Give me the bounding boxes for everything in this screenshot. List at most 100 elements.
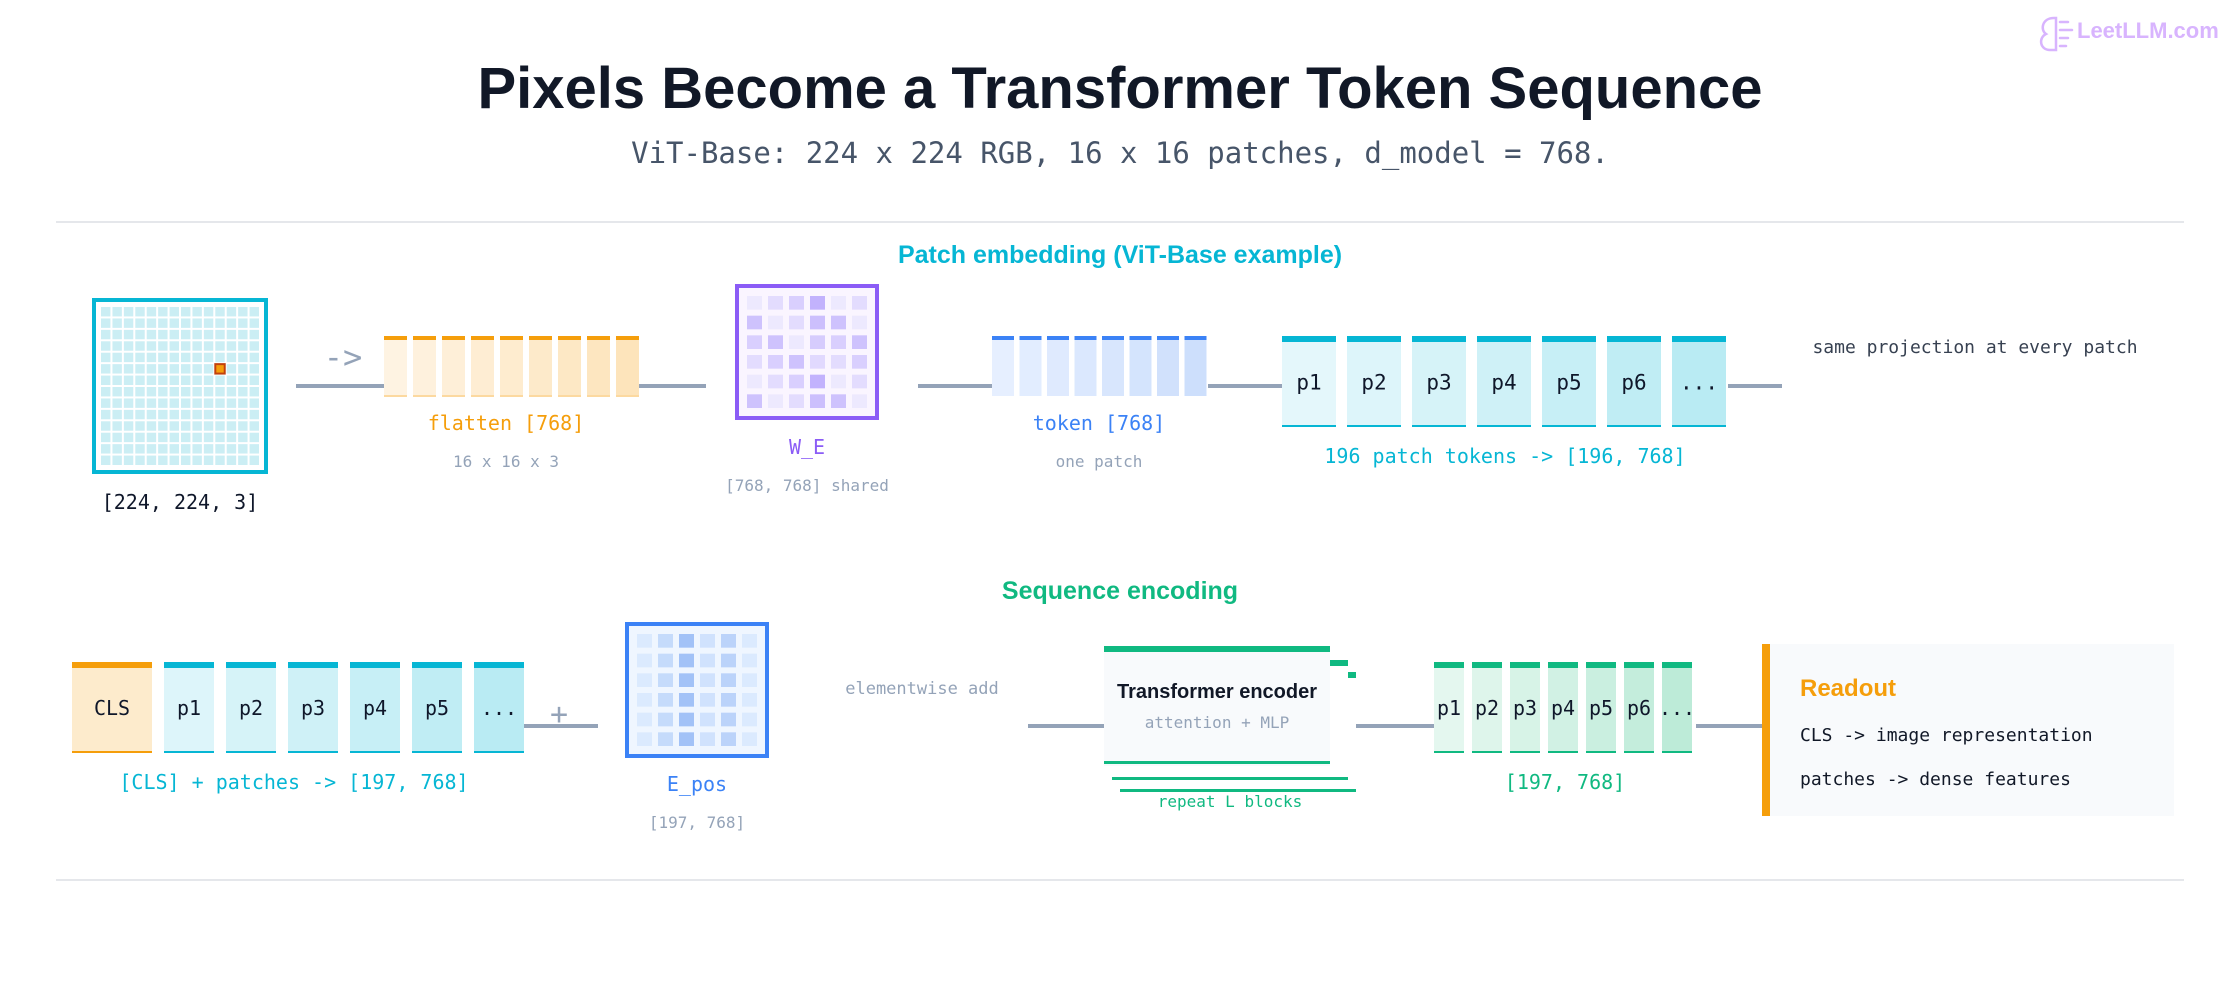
image-patch-cell (123, 387, 134, 397)
image-patch-cell (215, 398, 225, 408)
token-cell: CLS (72, 662, 152, 753)
matrix-cell (679, 712, 694, 727)
we-matrix (735, 284, 879, 420)
matrix-cell (721, 673, 736, 687)
image-patch-cell (238, 329, 248, 340)
flatten-sub: 16 x 16 x 3 (453, 452, 559, 471)
image-patch-cell (203, 398, 214, 408)
token-cell (1074, 336, 1097, 396)
image-patch-cell (181, 307, 191, 317)
sequence-label: [CLS] + patches -> [197, 768] (119, 770, 468, 794)
token-cell: p6 (1607, 336, 1661, 427)
image-patch-cell (181, 341, 191, 351)
image-patch-cell (238, 341, 248, 351)
encoder-title: Transformer encoder (1117, 681, 1317, 703)
image-patch-cell (135, 364, 145, 374)
matrix-cell (637, 634, 652, 648)
encoder-repeat-label: repeat L blocks (1158, 792, 1303, 811)
matrix-cell (852, 394, 867, 408)
image-patch-cell (169, 387, 179, 397)
token-label: p5 (425, 696, 449, 720)
epos-matrix (625, 622, 769, 758)
token-cell (1157, 336, 1179, 396)
matrix-cell (768, 296, 783, 310)
image-patch-cell (249, 352, 259, 363)
page-subtitle: ViT-Base: 224 x 224 RGB, 16 x 16 patches… (631, 136, 1609, 171)
image-patch-cell (249, 444, 259, 454)
image-patch-cell (112, 318, 122, 328)
flatten-cell (413, 336, 436, 397)
token-label: p6 (1621, 371, 1646, 395)
encoder-stack-front (1104, 646, 1330, 766)
image-patch-cell (135, 375, 145, 385)
transformer-encoder: Transformer encoder attention + MLP (1104, 646, 1356, 792)
matrix-cell (852, 315, 867, 330)
token-cell: p4 (1477, 336, 1531, 427)
image-patch-cell (181, 387, 191, 397)
token-label: ... (1659, 696, 1695, 720)
readout-card-bg (1762, 644, 2174, 816)
image-patch-cell (238, 444, 248, 454)
token-label: ... (481, 696, 517, 720)
image-patch-cell (123, 329, 134, 340)
image-patch-cell (215, 421, 225, 431)
image-patch-cell (181, 409, 191, 420)
image-patch-cell (158, 421, 168, 431)
image-patch-cell (203, 409, 214, 420)
image-patch-cell (158, 329, 168, 340)
we-matrix-cells (747, 296, 867, 408)
image-patch-cell (112, 409, 122, 420)
image-patch-cell (226, 421, 237, 431)
matrix-cell (747, 296, 762, 310)
image-patch-cell (249, 432, 259, 443)
flatten-vector (384, 336, 639, 397)
matrix-cell (789, 394, 804, 408)
matrix-cell (637, 673, 652, 687)
readout-line-patches: patches -> dense features (1800, 769, 2071, 790)
matrix-cell (658, 712, 673, 727)
patch-section-title: Patch embedding (ViT-Base example) (898, 241, 1342, 269)
token-label: ... (1680, 371, 1718, 395)
matrix-cell (742, 712, 757, 727)
matrix-cell (789, 315, 804, 330)
matrix-cell (747, 335, 762, 349)
image-patch-cell (135, 329, 145, 340)
image-patch-cell (215, 329, 225, 340)
brand-logo[interactable]: LeetLLM.com (2039, 16, 2219, 52)
matrix-cell (721, 732, 736, 746)
image-patch-cell (169, 341, 179, 351)
matrix-cell (852, 296, 867, 310)
image-patch-cell (203, 307, 214, 317)
image-patch-cell (146, 421, 157, 431)
image-patch-cell (192, 398, 202, 408)
token-label: p2 (1361, 371, 1386, 395)
matrix-cell (658, 693, 673, 707)
image-patch-cell (101, 421, 111, 431)
matrix-cell (852, 355, 867, 369)
matrix-cell (831, 335, 846, 349)
output-label: [197, 768] (1505, 770, 1625, 794)
image-patch-cell (181, 432, 191, 443)
matrix-cell (658, 634, 673, 648)
image-patch-cell (181, 352, 191, 363)
token-label: p5 (1589, 696, 1613, 720)
image-patch-cell (249, 375, 259, 385)
matrix-cell (831, 296, 846, 310)
matrix-cell (768, 355, 783, 369)
image-patch-cell (123, 341, 134, 351)
token-cell: p1 (164, 662, 214, 753)
token-cell: ... (474, 662, 524, 753)
image-patch-cell (158, 364, 168, 374)
image-patch-cell (181, 398, 191, 408)
image-patch-cell (101, 444, 111, 454)
image-patch-cell (146, 455, 157, 465)
matrix-cell (810, 296, 825, 310)
readout-title: Readout (1800, 675, 1896, 702)
image-patch-cell (203, 318, 214, 328)
matrix-cell (747, 394, 762, 408)
matrix-cell (831, 315, 846, 330)
token-vector (992, 336, 1207, 396)
token-cell: p5 (1542, 336, 1596, 427)
image-patch-cell (146, 307, 157, 317)
